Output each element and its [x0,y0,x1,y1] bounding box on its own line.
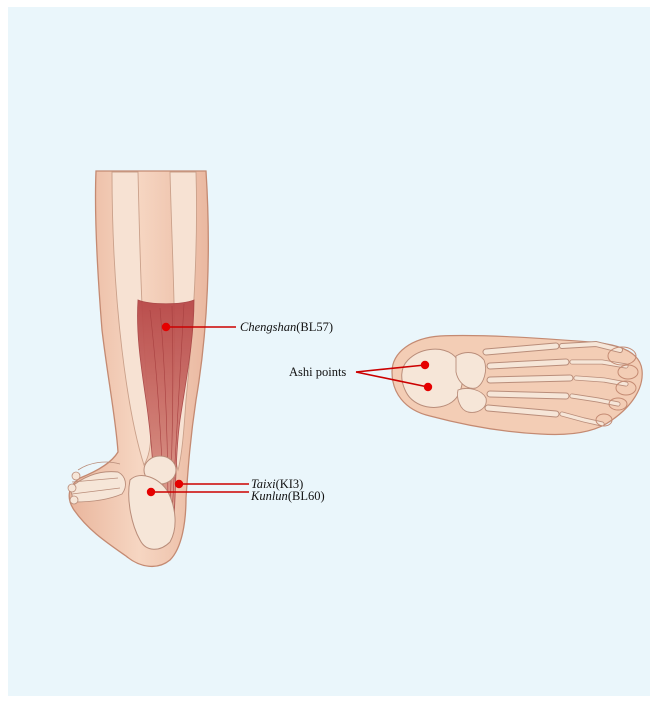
leg-illustration [68,171,208,566]
kunlun-point-marker [147,488,155,496]
ashi-points-label: Ashi points [289,365,346,379]
chengshan-label: Chengshan(BL57) [240,320,333,334]
taixi-point-marker [175,480,183,488]
kunlun-label: Kunlun(BL60) [250,489,325,503]
ashi-point-marker-upper [421,361,429,369]
ashi-point-marker-lower [424,383,432,391]
chengshan-point-marker [162,323,170,331]
